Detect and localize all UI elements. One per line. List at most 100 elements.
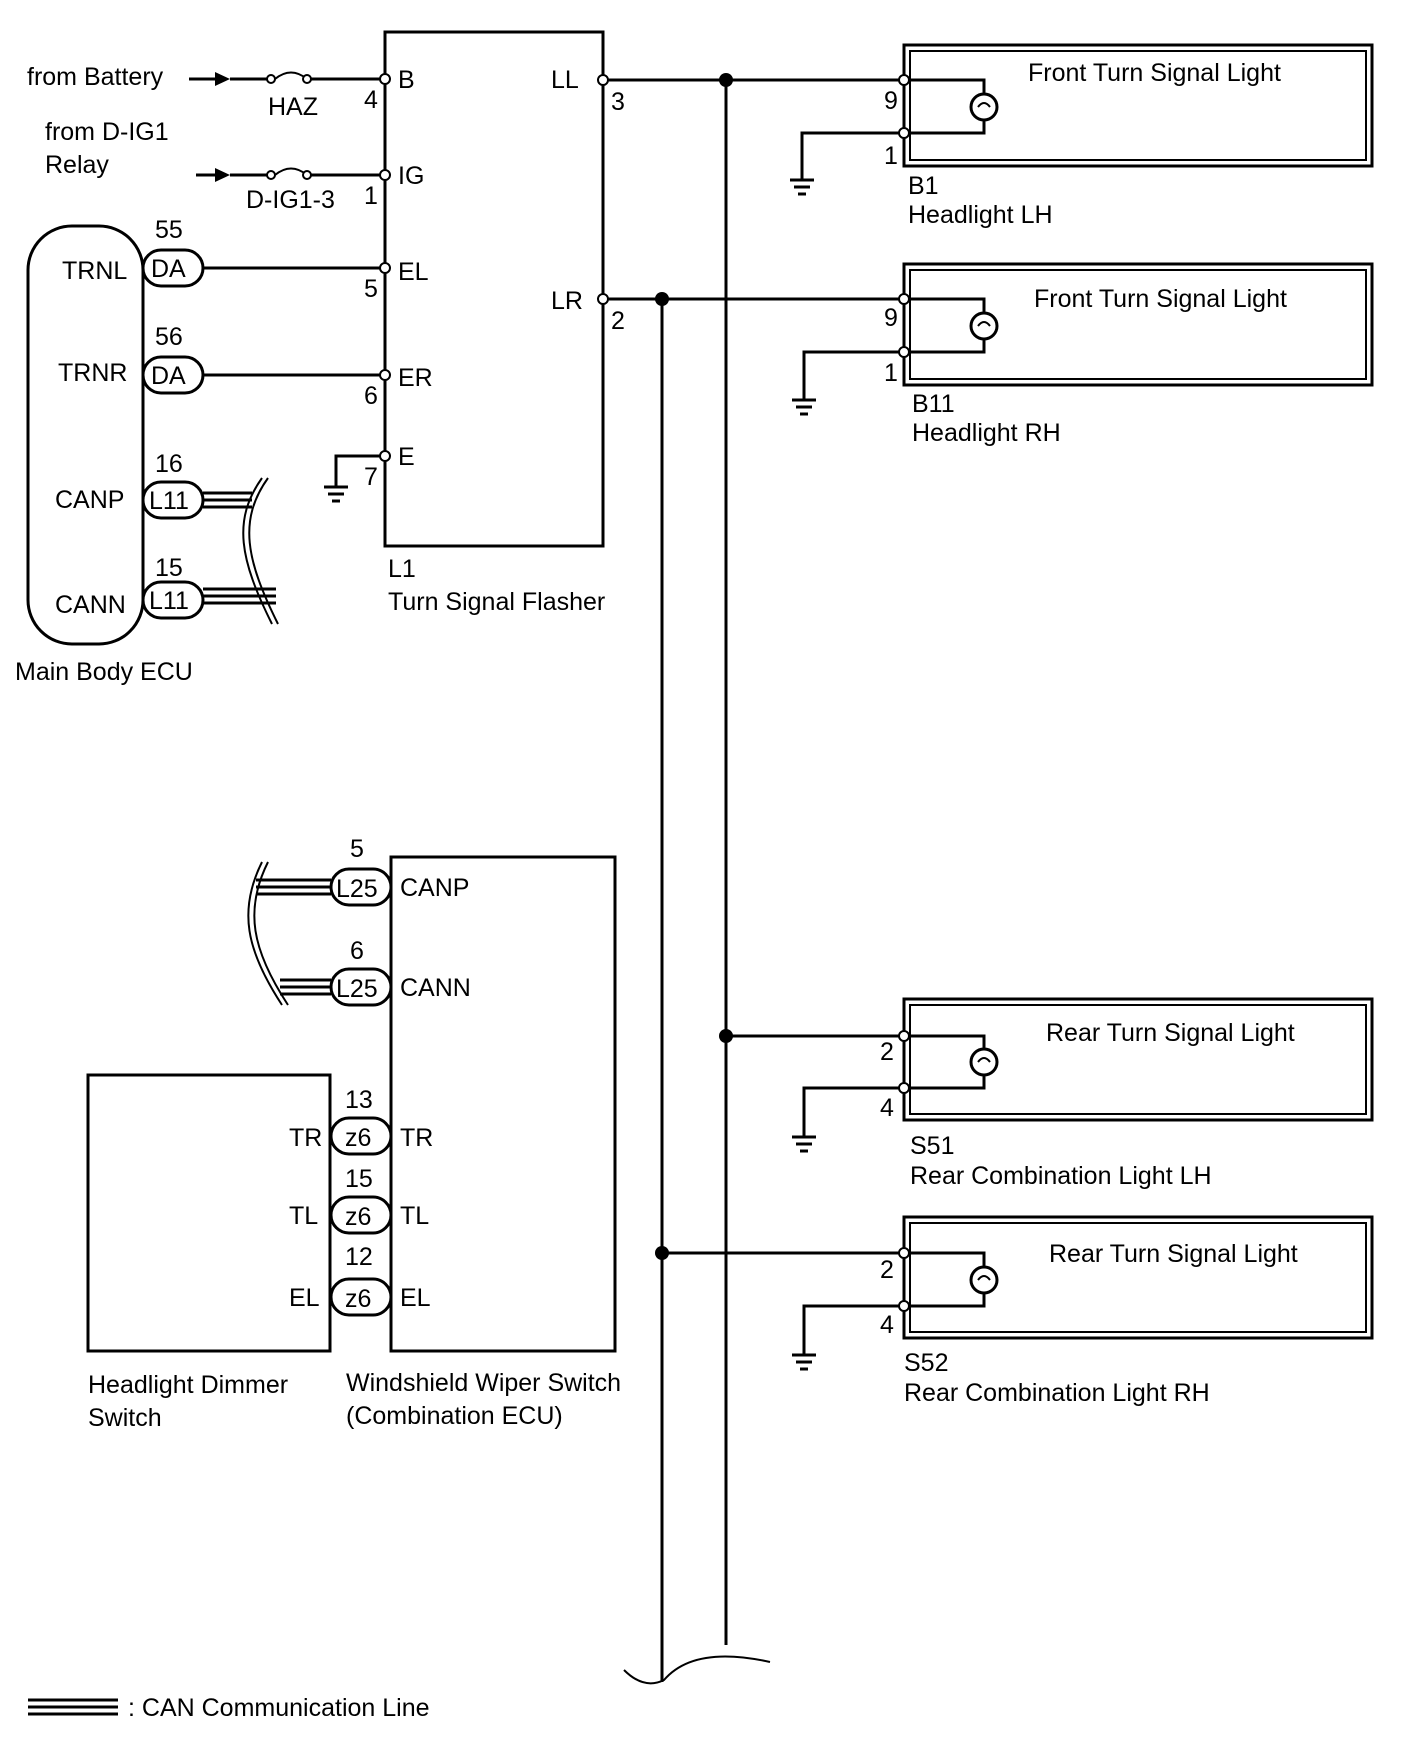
legend: : CAN Communication Line — [28, 1694, 430, 1722]
wiper-conn-l25-1: L25 — [336, 875, 378, 903]
dimmer-term-tr: TR — [289, 1124, 322, 1152]
ecu-pin-56: 56 — [155, 323, 183, 351]
wiper-conn-l25-2: L25 — [336, 975, 378, 1003]
turn-signal-flasher: B 4 IG 1 EL 5 ER 6 E 7 LL 3 LR 2 L1 Turn… — [364, 30, 625, 616]
flasher-pin-lr: LR — [551, 287, 583, 315]
front-rh-code: B11 — [912, 390, 955, 418]
rear-lh-outer-box — [902, 997, 1374, 1122]
flasher-code: L1 — [388, 555, 416, 583]
bulb-icon — [969, 1047, 999, 1077]
relay-label-line2: Relay — [45, 151, 109, 179]
dimmer-name-line2: Switch — [88, 1404, 162, 1432]
wiper-pin-12: 12 — [345, 1243, 373, 1271]
dimmer-name-line1: Headlight Dimmer — [88, 1371, 288, 1399]
front-lh-code: B1 — [908, 172, 939, 200]
bus-break — [623, 1655, 771, 1685]
ecu-term-trnr: TRNR — [58, 359, 127, 387]
front-lh-name: Headlight LH — [908, 201, 1053, 229]
front-lh-pin-b: 1 — [884, 142, 898, 170]
ecu-name: Main Body ECU — [15, 658, 193, 686]
dimmer-box — [86, 1073, 332, 1353]
rear-rh-pin-a: 2 — [880, 1256, 894, 1284]
can-break-ecu-1 — [242, 477, 273, 625]
fuse-dig1-label: D-IG1-3 — [246, 186, 335, 214]
ecu-term-trnl: TRNL — [62, 257, 127, 285]
junction-ll — [719, 73, 733, 87]
can-lines-ecu-cann — [203, 587, 276, 605]
legend-text: : CAN Communication Line — [128, 1694, 430, 1722]
can-lines-ecu-canp — [203, 491, 252, 509]
junction-rear-rh — [655, 1246, 669, 1260]
ecu-box — [26, 224, 145, 646]
wiper-pin-15: 15 — [345, 1165, 373, 1193]
ecu-conn-l11-1: L11 — [149, 487, 189, 515]
flasher-num-ll: 3 — [611, 88, 625, 116]
wiper-term-cann: CANN — [400, 974, 471, 1002]
bulb-icon — [969, 311, 999, 341]
flasher-pin-b: B — [398, 66, 415, 94]
ecu-conn-l11-2: L11 — [149, 587, 189, 615]
ecu-pin-15: 15 — [155, 554, 183, 582]
can-break-ecu-2 — [248, 477, 279, 625]
can-lines-wiper-cann — [280, 978, 331, 996]
flasher-num-ig: 1 — [364, 182, 378, 210]
relay-input: from D-IG1 Relay D-IG1-3 — [45, 118, 382, 214]
flasher-num-e: 7 — [364, 463, 378, 491]
ecu-pin-55: 55 — [155, 216, 183, 244]
rear-turn-signal-rh: Rear Turn Signal Light 2 4 S52 Rear Comb… — [792, 1215, 1374, 1407]
flasher-name: Turn Signal Flasher — [388, 588, 605, 616]
wiper-term-tr: TR — [400, 1124, 433, 1152]
wiper-pin-6: 6 — [350, 937, 364, 965]
flasher-pin-er: ER — [398, 364, 433, 392]
wiper-conn-z6-1: z6 — [345, 1124, 371, 1152]
wiper-name-line2: (Combination ECU) — [346, 1402, 563, 1430]
wiper-name-line1: Windshield Wiper Switch — [346, 1369, 621, 1397]
flasher-pin-ig: IG — [398, 162, 424, 190]
main-body-ecu: TRNL 55 DA TRNR 56 DA CANP 16 L11 CANN 1… — [15, 216, 380, 686]
front-rh-pin-a: 9 — [884, 304, 898, 332]
battery-input: from Battery HAZ — [27, 63, 382, 121]
dimmer-term-tl: TL — [289, 1202, 318, 1230]
junction-lr — [655, 292, 669, 306]
rear-lh-code: S51 — [910, 1132, 954, 1160]
wiper-term-canp: CANP — [400, 874, 469, 902]
wiper-conn-z6-3: z6 — [345, 1285, 371, 1313]
front-lh-pin-a: 9 — [884, 87, 898, 115]
can-line-legend-icon — [28, 1698, 118, 1716]
rear-rh-code: S52 — [904, 1349, 948, 1377]
junction-rear-lh — [719, 1029, 733, 1043]
flasher-pin-e: E — [398, 443, 415, 471]
windshield-wiper-switch: 5 L25 CANP 6 L25 CANN 13 z6 TR 15 z6 TL — [247, 835, 621, 1430]
rear-lh-pin-b: 4 — [880, 1094, 894, 1122]
flasher-num-er: 6 — [364, 382, 378, 410]
ecu-conn-da-1: DA — [151, 255, 186, 283]
front-rh-title: Front Turn Signal Light — [1034, 285, 1287, 313]
flasher-num-b: 4 — [364, 86, 378, 114]
can-break-wiper-1 — [247, 861, 283, 1006]
rear-rh-title: Rear Turn Signal Light — [1049, 1240, 1298, 1268]
ecu-conn-da-2: DA — [151, 362, 186, 390]
front-lh-title: Front Turn Signal Light — [1028, 59, 1281, 87]
flasher-num-lr: 2 — [611, 307, 625, 335]
fuse-haz-label: HAZ — [268, 93, 318, 121]
wiper-term-el: EL — [400, 1284, 431, 1312]
wiper-box — [389, 855, 617, 1353]
can-lines-wiper-canp — [256, 878, 331, 896]
flasher-pin-el: EL — [398, 258, 429, 286]
rear-lh-pin-a: 2 — [880, 1038, 894, 1066]
wiper-conn-z6-2: z6 — [345, 1203, 371, 1231]
ecu-pin-16: 16 — [155, 450, 183, 478]
rear-rh-name: Rear Combination Light RH — [904, 1379, 1210, 1407]
connector-l11-2 — [141, 580, 205, 620]
wiper-term-tl: TL — [400, 1202, 429, 1230]
bus-lines — [608, 73, 904, 1685]
ecu-term-canp: CANP — [55, 486, 124, 514]
relay-label-line1: from D-IG1 — [45, 118, 169, 146]
battery-label: from Battery — [27, 63, 164, 91]
wiper-pin-13: 13 — [345, 1086, 373, 1114]
front-rh-name: Headlight RH — [912, 419, 1061, 447]
rear-rh-pin-b: 4 — [880, 1311, 894, 1339]
flasher-pin-ll: LL — [551, 66, 579, 94]
rear-lh-title: Rear Turn Signal Light — [1046, 1019, 1295, 1047]
rear-turn-signal-lh: Rear Turn Signal Light 2 4 S51 Rear Comb… — [792, 997, 1374, 1190]
